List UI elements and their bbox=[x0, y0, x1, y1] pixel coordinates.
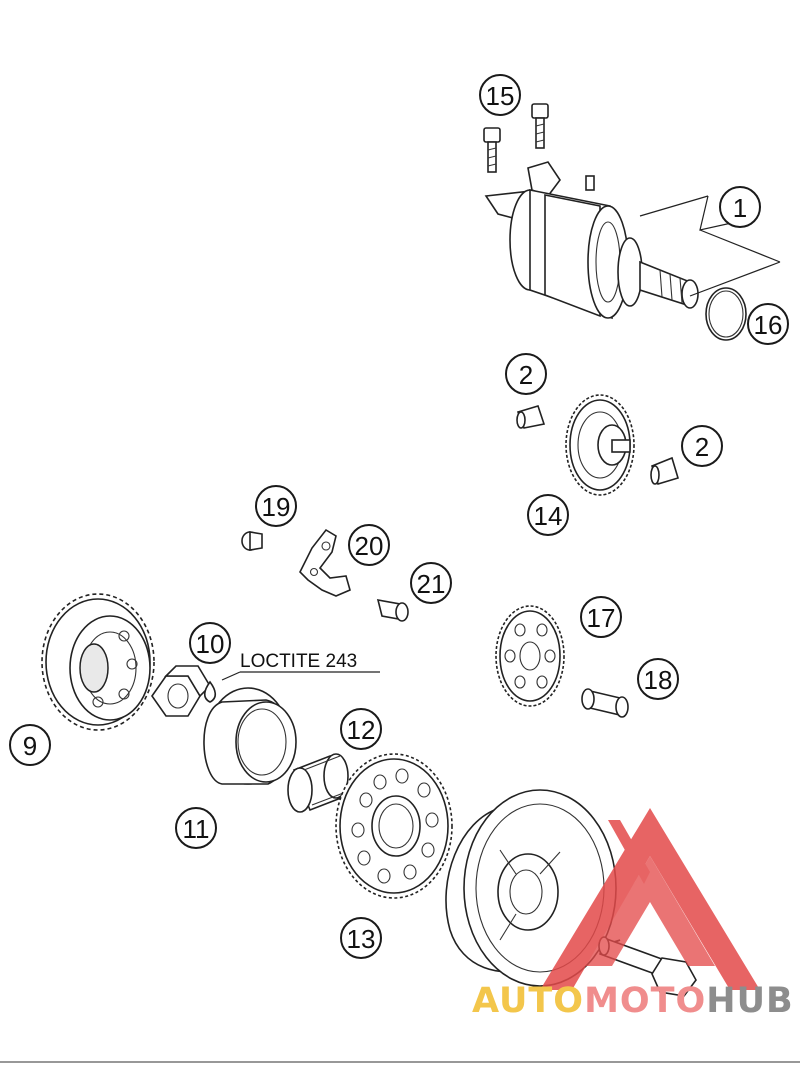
hex-nut bbox=[151, 665, 212, 717]
small-cap bbox=[241, 531, 263, 551]
callout-12: 12 bbox=[340, 708, 382, 750]
needle-cage bbox=[287, 753, 349, 813]
svg-text:1: 1 bbox=[733, 193, 747, 223]
svg-text:11: 11 bbox=[183, 814, 210, 844]
lever-bolt bbox=[376, 598, 409, 622]
needle-bearing-top bbox=[516, 405, 546, 429]
svg-text:21: 21 bbox=[417, 569, 446, 599]
svg-text:16: 16 bbox=[754, 310, 783, 340]
svg-text:9: 9 bbox=[23, 731, 37, 761]
svg-text:17: 17 bbox=[587, 603, 616, 633]
callout-2-right: 2 bbox=[681, 425, 723, 467]
svg-text:2: 2 bbox=[519, 360, 533, 390]
callout-10: 10 bbox=[189, 622, 231, 664]
svg-text:13: 13 bbox=[347, 924, 376, 954]
watermark-logo bbox=[540, 808, 760, 990]
primary-gear bbox=[41, 593, 155, 731]
callout-11: 11 bbox=[175, 807, 217, 849]
needle-bearing-bottom bbox=[650, 456, 679, 485]
callout-16: 16 bbox=[747, 303, 789, 345]
callout-2-top: 2 bbox=[505, 353, 547, 395]
lever bbox=[299, 528, 351, 597]
svg-text:15: 15 bbox=[486, 81, 515, 111]
svg-text:19: 19 bbox=[262, 492, 291, 522]
svg-text:12: 12 bbox=[347, 715, 376, 745]
reduction-gear bbox=[495, 605, 565, 707]
callout-18: 18 bbox=[637, 658, 679, 700]
callout-19: 19 bbox=[255, 485, 297, 527]
intermediate-gear bbox=[565, 394, 635, 496]
callout-21: 21 bbox=[410, 562, 452, 604]
starter-bolts bbox=[483, 103, 549, 173]
svg-text:2: 2 bbox=[695, 432, 709, 462]
watermark-triangle bbox=[540, 808, 760, 990]
gear-sleeve bbox=[581, 688, 629, 718]
callout-1: 1 bbox=[719, 186, 761, 228]
starter-motor bbox=[484, 161, 699, 320]
callout-17: 17 bbox=[580, 596, 622, 638]
o-ring bbox=[705, 287, 747, 341]
callout-9: 9 bbox=[9, 724, 51, 766]
svg-text:14: 14 bbox=[534, 501, 563, 531]
freewheel-ring bbox=[203, 687, 297, 785]
starter-wheel bbox=[335, 753, 453, 899]
loctite-drop bbox=[203, 680, 217, 703]
watermark-text: AUTOMOTOHUB bbox=[472, 981, 794, 1021]
callout-20: 20 bbox=[348, 524, 390, 566]
callout-15: 15 bbox=[479, 74, 521, 116]
svg-text:20: 20 bbox=[355, 531, 384, 561]
callout-14: 14 bbox=[527, 494, 569, 536]
loctite-note: LOCTITE 243 bbox=[240, 651, 357, 672]
svg-text:10: 10 bbox=[196, 629, 225, 659]
svg-text:18: 18 bbox=[644, 665, 673, 695]
callout-13: 13 bbox=[340, 917, 382, 959]
